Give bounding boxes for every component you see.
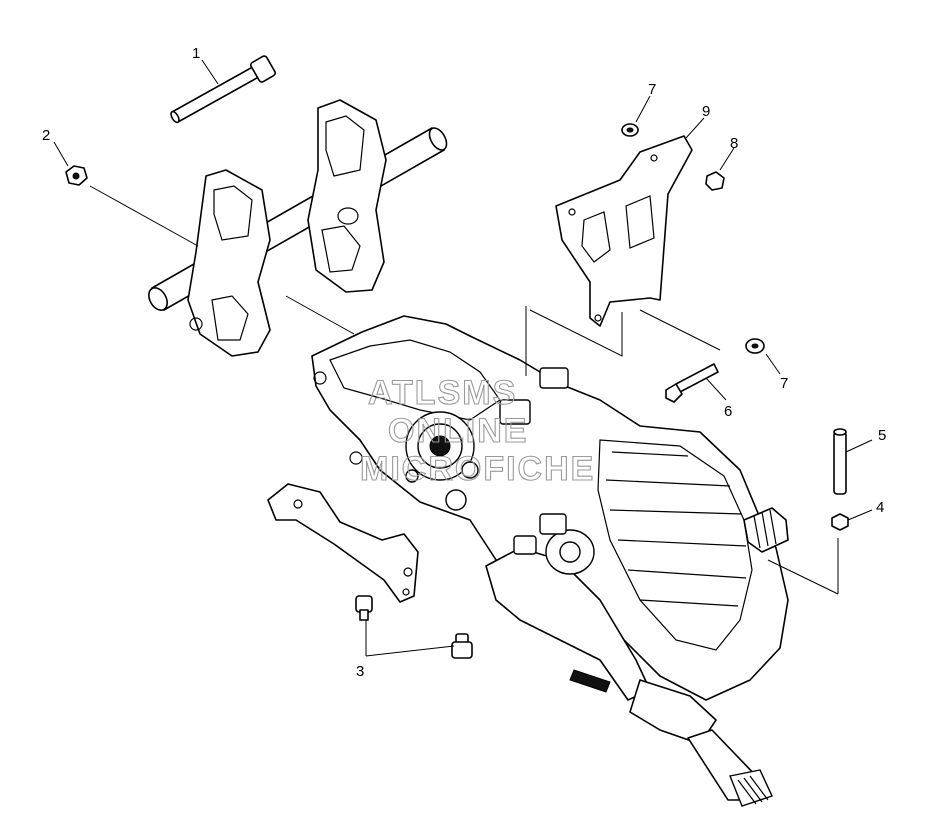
callout-2: 2 bbox=[42, 127, 50, 144]
leader-bracket-v bbox=[529, 309, 623, 357]
leader-7a bbox=[635, 95, 651, 123]
leader-bracket-right bbox=[639, 309, 721, 351]
callout-7-lower: 7 bbox=[780, 375, 788, 392]
transmission-housing bbox=[311, 315, 789, 701]
part-2-nut bbox=[65, 165, 88, 186]
leader-7b bbox=[765, 353, 781, 375]
callout-4: 4 bbox=[876, 499, 884, 516]
leader-2 bbox=[53, 141, 69, 167]
shift-motor bbox=[485, 513, 651, 701]
callout-5: 5 bbox=[878, 427, 886, 444]
input-stub bbox=[743, 507, 789, 553]
part-6-bolt bbox=[665, 363, 719, 403]
leader-1 bbox=[201, 59, 219, 85]
part-9-bracket bbox=[555, 135, 693, 327]
part-7-washer-upper bbox=[621, 123, 639, 137]
part-7-washer-lower bbox=[745, 338, 765, 354]
callouts: 1 2 3 4 5 6 7 7 8 9 bbox=[42, 45, 886, 680]
leader-5 bbox=[845, 439, 873, 453]
callout-9: 9 bbox=[702, 103, 710, 120]
leader-4 bbox=[847, 509, 873, 521]
leader-pin-housing bbox=[767, 559, 839, 595]
leader-6 bbox=[705, 377, 727, 401]
part-1-long-bolt bbox=[170, 55, 276, 124]
callout-3: 3 bbox=[356, 663, 364, 680]
callout-8: 8 bbox=[730, 135, 738, 152]
leader-shaft-housing bbox=[285, 295, 355, 335]
part-3-bolt-a bbox=[355, 595, 373, 621]
callout-7-upper: 7 bbox=[648, 81, 656, 98]
shift-fork-rear bbox=[307, 99, 387, 293]
leader-3b bbox=[365, 645, 455, 657]
part-5-pin bbox=[833, 428, 847, 495]
part-3-bolt-b bbox=[451, 633, 473, 659]
watermark-line-2: ONLINE bbox=[388, 412, 528, 450]
leader-2-ext bbox=[89, 185, 199, 247]
mounting-arm bbox=[267, 483, 419, 603]
leader-lines bbox=[53, 59, 873, 657]
callout-6: 6 bbox=[724, 403, 732, 420]
watermark: ATLSMS ONLINE MICROFICHE bbox=[359, 373, 595, 488]
output-shaft bbox=[629, 679, 773, 807]
leader-9 bbox=[685, 117, 705, 139]
part-4-nut bbox=[831, 513, 849, 531]
watermark-line-1: ATLSMS bbox=[368, 374, 517, 412]
watermark-line-3: MICROFICHE bbox=[360, 450, 595, 488]
part-8-bolt bbox=[705, 171, 725, 191]
shift-fork-front bbox=[187, 169, 271, 357]
callout-1: 1 bbox=[192, 45, 200, 62]
leader-8 bbox=[719, 147, 735, 171]
